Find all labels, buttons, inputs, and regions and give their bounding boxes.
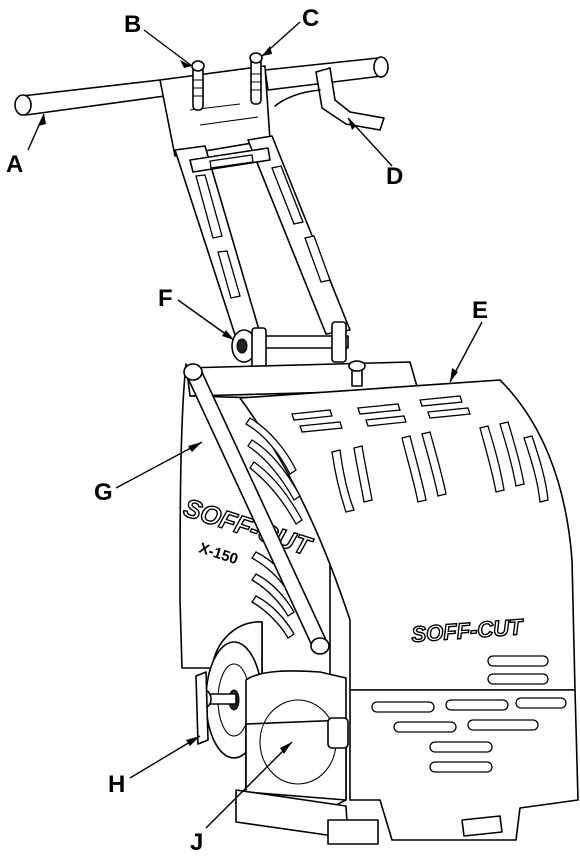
callout-labels: A B C D E F G H J (6, 5, 488, 856)
depth-gauge (327, 819, 379, 845)
throttle-lever (315, 67, 385, 131)
leader-lines (27, 21, 483, 829)
grip-end-cap (14, 94, 32, 116)
callout-d: D (386, 163, 403, 190)
saw-body: SOFF-CUT X-150 SOFF-CUT (179, 360, 579, 845)
handle-assembly (14, 52, 389, 369)
knob-c (249, 52, 263, 105)
callout-b: B (124, 11, 141, 38)
front-vents (371, 655, 567, 773)
callout-c: C (302, 5, 319, 32)
blade-knob-h (195, 671, 237, 745)
right-rail (247, 135, 351, 335)
callout-h: H (108, 771, 125, 798)
left-rail (174, 145, 263, 345)
callout-e: E (472, 297, 488, 324)
callout-g: G (94, 479, 113, 506)
shroud-vents (291, 395, 549, 513)
throttle-cable (274, 89, 321, 107)
knob-b (191, 60, 205, 111)
callout-j: J (190, 829, 203, 856)
grip-end-cap-right (373, 56, 389, 78)
callout-f: F (158, 285, 173, 312)
left-grip (21, 79, 166, 116)
callout-a: A (6, 151, 23, 178)
